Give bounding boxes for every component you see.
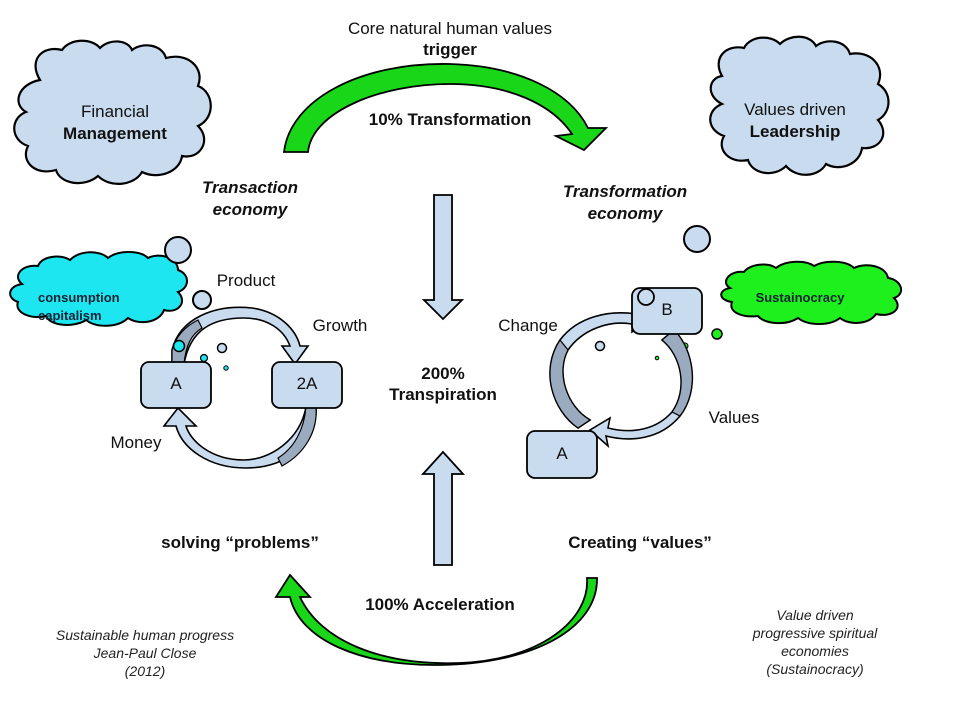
- consumption-capitalism-cloud: [9, 251, 188, 327]
- left-cycle-arrows: [162, 306, 317, 469]
- financial-cloud-line1: Financial: [80, 102, 150, 121]
- box-2a-label: 2A: [296, 374, 318, 393]
- right-cycle-arrows: [549, 301, 694, 449]
- leadership-cloud-line1: Values driven: [744, 100, 846, 119]
- sustainocracy-cloud: [720, 260, 903, 325]
- right-footer-line2: progressive spiritual: [752, 625, 878, 641]
- up-arrow: [420, 450, 466, 566]
- acceleration-label: 100% Acceleration: [365, 595, 515, 614]
- right-footer-line4: (Sustainocracy): [766, 661, 864, 677]
- thought-bubble: [711, 328, 723, 340]
- box-a-left-label: A: [170, 374, 182, 393]
- consumption-cloud-line1: consumption: [38, 290, 120, 305]
- thought-bubble: [216, 342, 228, 354]
- thought-bubble: [164, 236, 192, 264]
- thought-bubble: [223, 365, 229, 371]
- right-footer-line3: economies: [781, 643, 849, 659]
- box-b-label: B: [661, 300, 673, 319]
- thought-bubble: [683, 225, 711, 253]
- values-leadership-cloud: [709, 35, 890, 176]
- box-2a: [271, 361, 343, 409]
- box-a-left: [140, 361, 212, 409]
- money-label: Money: [110, 433, 162, 452]
- thought-bubble: [654, 355, 660, 361]
- thought-bubble: [192, 290, 212, 310]
- top-caption-line1: Core natural human values: [347, 19, 553, 38]
- thought-bubble: [637, 288, 655, 306]
- creating-values-caption: Creating “values”: [568, 533, 712, 552]
- center-line1: 200%: [421, 364, 465, 383]
- financial-cloud-line2: Management: [63, 124, 167, 143]
- transformation-economy-line2: economy: [587, 204, 663, 223]
- transaction-economy-line2: economy: [212, 200, 288, 219]
- left-footer-line3: (2012): [124, 663, 166, 679]
- box-a-right: [526, 430, 598, 479]
- right-footer-line1: Value driven: [776, 607, 854, 623]
- transaction-economy-line1: Transaction: [201, 178, 299, 197]
- leadership-cloud-line2: Leadership: [749, 122, 841, 141]
- transformation-economy-line1: Transformation: [562, 182, 688, 201]
- transformation-label: 10% Transformation: [368, 110, 532, 129]
- financial-management-cloud: [13, 39, 212, 185]
- consumption-cloud-line2: capitalism: [38, 308, 102, 323]
- solving-problems-caption: solving “problems”: [161, 533, 319, 552]
- values-label: Values: [708, 408, 760, 427]
- left-footer-line2: Jean-Paul Close: [93, 645, 197, 661]
- thought-bubble: [594, 340, 606, 352]
- growth-label: Growth: [312, 316, 368, 335]
- sustainocracy-cloud-label: Sustainocracy: [755, 290, 845, 305]
- box-a-right-label: A: [556, 444, 568, 463]
- change-label: Change: [498, 316, 558, 335]
- center-line2: Transpiration: [389, 385, 497, 404]
- top-caption-line2: trigger: [423, 40, 477, 59]
- transformation-arrow: [282, 63, 609, 153]
- left-footer-line1: Sustainable human progress: [55, 627, 235, 643]
- acceleration-arrow: [274, 573, 598, 666]
- product-label: Product: [216, 271, 276, 290]
- down-arrow: [421, 194, 465, 321]
